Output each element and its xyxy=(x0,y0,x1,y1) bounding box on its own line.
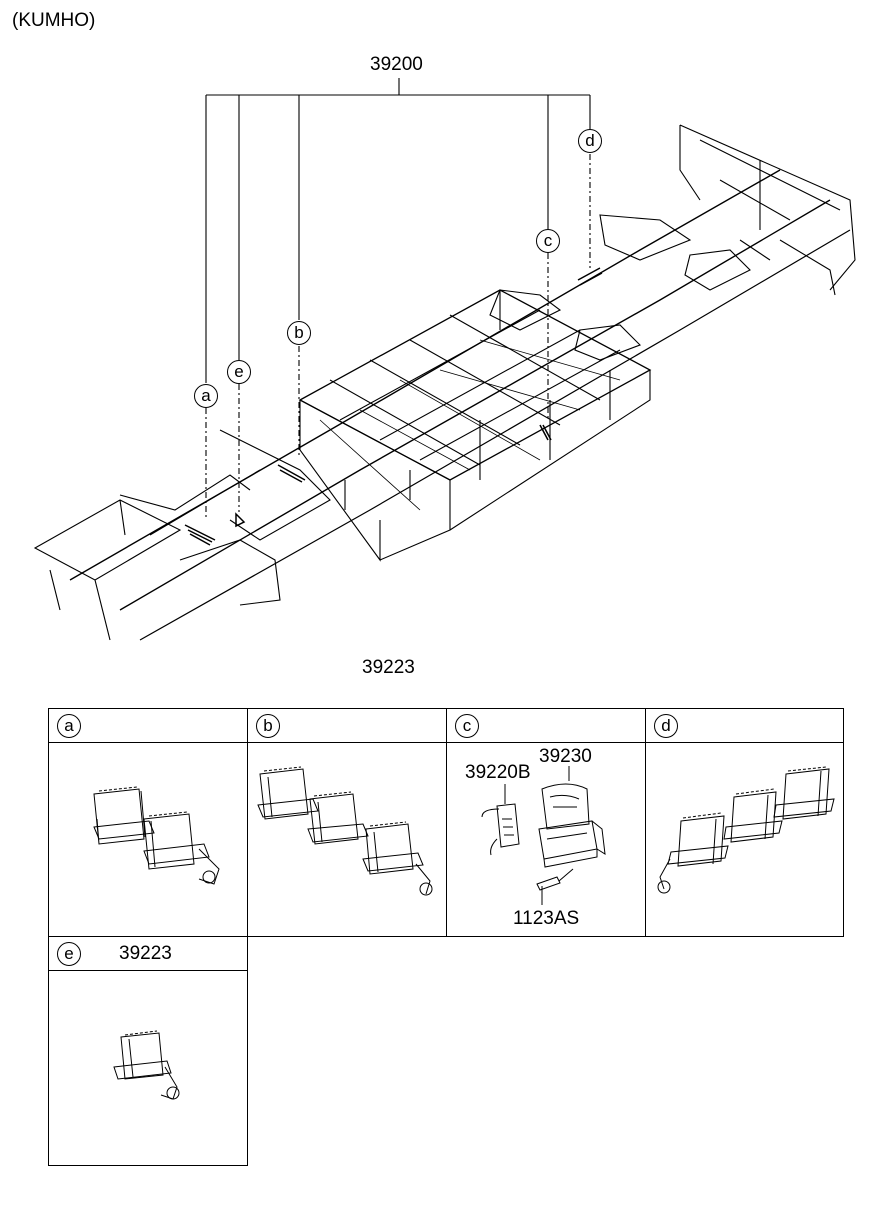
frame-diagram xyxy=(33,78,856,641)
part-39230: 39230 xyxy=(539,746,592,767)
detail-letter-a: a xyxy=(57,714,81,738)
detail-cell-a: a xyxy=(48,708,248,937)
detail-cell-d: d xyxy=(645,708,844,937)
bottom-part-label: 39223 xyxy=(362,657,415,678)
part-39220B: 39220B xyxy=(465,762,531,783)
connector-single-icon xyxy=(113,1030,180,1100)
callout-a: a xyxy=(194,384,218,408)
callout-e: e xyxy=(227,360,251,384)
detail-cell-c: c 39220B 39230 1123AS xyxy=(446,708,646,937)
detail-letter-b: b xyxy=(256,714,280,738)
detail-letter-d: d xyxy=(654,714,678,738)
detail-letter-e: e xyxy=(57,942,81,966)
connector-triple-icon xyxy=(257,766,433,896)
assembly-label: 39200 xyxy=(370,54,423,75)
part-1123AS: 1123AS xyxy=(513,908,580,929)
part-39223: 39223 xyxy=(119,943,172,964)
variant-label: (KUMHO) xyxy=(12,10,96,31)
detail-cell-e: e 39223 xyxy=(48,936,248,1166)
sensor-module-icon xyxy=(481,766,606,905)
detail-cell-b: b xyxy=(247,708,447,937)
connector-pair-icon xyxy=(93,786,220,885)
callout-b: b xyxy=(287,321,311,345)
detail-letter-c: c xyxy=(455,714,479,738)
callout-c: c xyxy=(536,229,560,253)
connector-triple-reverse-icon xyxy=(657,766,835,894)
callout-d: d xyxy=(578,129,602,153)
